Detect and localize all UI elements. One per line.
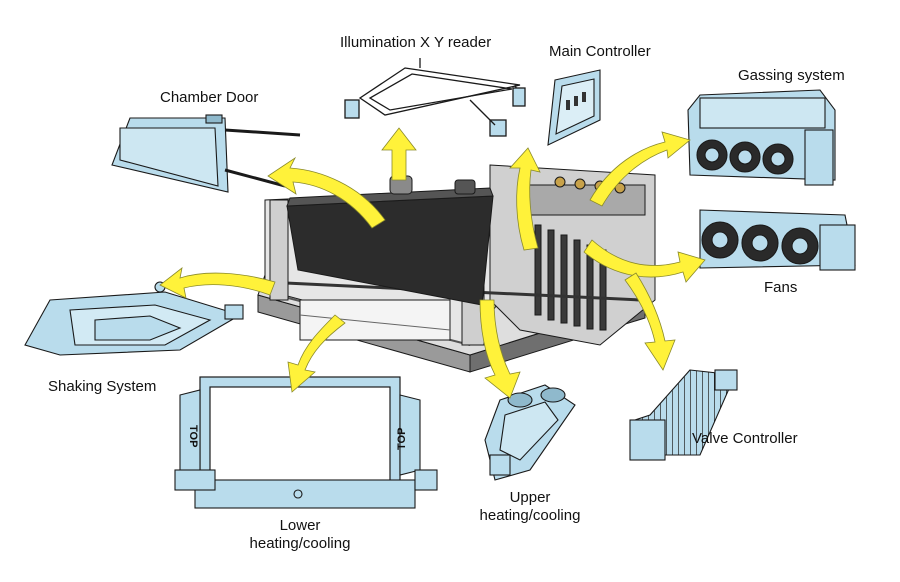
upper-heating-cooling-part	[484, 384, 576, 481]
arrow-to-lower-heating-cooling	[287, 314, 346, 393]
label-main-controller: Main Controller	[549, 43, 651, 60]
main-chassis	[257, 164, 656, 373]
label-upper-line1: Upper	[509, 489, 551, 506]
label-shaking-system: Shaking System	[48, 378, 157, 395]
arrow-to-upper-heating-cooling	[479, 299, 521, 399]
arrow-to-main-controller	[509, 147, 541, 251]
label-upper-heating-cooling: Upper heating/cooling	[470, 489, 590, 525]
label-fans: Fans	[764, 279, 798, 296]
arrow-to-chamber-door	[267, 156, 386, 229]
illumination-xy-reader-part	[344, 58, 526, 137]
label-lower-line1: Lower	[279, 517, 321, 534]
top-stamp-left: TOP	[187, 425, 199, 447]
shaking-system-part	[24, 281, 244, 356]
top-stamp-right: TOP	[396, 428, 408, 450]
arrow-to-gassing-system	[589, 131, 691, 207]
valve-controller-part	[629, 369, 738, 461]
lower-heating-cooling-part	[174, 376, 438, 509]
arrow-to-valve-controller	[624, 272, 676, 371]
arrow-to-illumination-reader	[381, 127, 417, 181]
arrow-to-shaking-system	[159, 267, 276, 299]
chamber-door-part	[111, 114, 301, 193]
fans-part	[699, 209, 856, 271]
label-valve-controller: Valve Controller	[692, 430, 798, 447]
label-lower-line2: heating/cooling	[249, 535, 351, 552]
gassing-system-part	[687, 89, 836, 186]
main-controller-part	[547, 69, 601, 146]
label-upper-line2: heating/cooling	[479, 507, 581, 524]
arrow-to-fans	[583, 239, 706, 283]
label-gassing-system: Gassing system	[738, 67, 845, 84]
label-chamber-door: Chamber Door	[160, 89, 259, 106]
label-illumination-xy-reader: Illumination X Y reader	[340, 34, 492, 51]
label-lower-heating-cooling: Lower heating/cooling	[240, 517, 360, 553]
